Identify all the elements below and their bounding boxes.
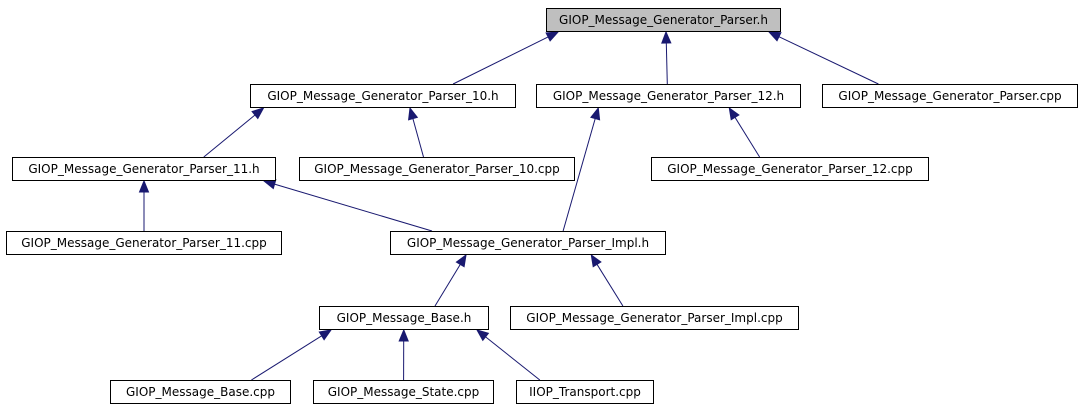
node-giop-message-generator-parser-10-h[interactable]: GIOP_Message_Generator_Parser_10.h <box>250 84 516 108</box>
edge-arrowhead-baseh-to-implh <box>455 253 467 268</box>
node-giop-message-generator-parser-12-h[interactable]: GIOP_Message_Generator_Parser_12.h <box>536 84 801 108</box>
node-iiop-transport-cpp[interactable]: IIOP_Transport.cpp <box>516 380 654 404</box>
edge-p10cpp-to-p10h <box>412 118 424 158</box>
edge-iiopcpp-to-baseh <box>485 336 541 381</box>
node-giop-message-generator-parser-impl-cpp[interactable]: GIOP_Message_Generator_Parser_Impl.cpp <box>510 306 799 330</box>
node-giop-message-generator-parser-11-h[interactable]: GIOP_Message_Generator_Parser_11.h <box>12 157 276 181</box>
edge-arrowhead-p11h-to-p10h <box>251 107 265 120</box>
edge-p12h-to-root <box>665 42 668 85</box>
node-giop-message-generator-parser-impl-h[interactable]: GIOP_Message_Generator_Parser_Impl.h <box>390 231 666 255</box>
edge-implh-to-p12h <box>562 118 596 232</box>
node-giop-message-generator-parser-11-cpp[interactable]: GIOP_Message_Generator_Parser_11.cpp <box>6 231 282 255</box>
edge-arrowhead-implh-to-p12h <box>590 106 601 121</box>
node-giop-message-generator-parser-cpp[interactable]: GIOP_Message_Generator_Parser.cpp <box>822 84 1078 108</box>
edge-basecpp-to-baseh <box>251 335 322 381</box>
edge-arrowhead-implh-to-p11h <box>262 179 277 190</box>
node-giop-message-base-h[interactable]: GIOP_Message_Base.h <box>319 306 489 330</box>
edge-arrowhead-statecpp-to-baseh <box>398 328 409 342</box>
node-giop-message-base-cpp[interactable]: GIOP_Message_Base.cpp <box>110 380 291 404</box>
edge-arrowhead-p10cpp-to-p10h <box>408 106 419 121</box>
edge-arrowhead-implcpp-to-implh <box>590 253 602 268</box>
node-giop-message-state-cpp[interactable]: GIOP_Message_State.cpp <box>313 380 494 404</box>
edge-arrowhead-p11cpp-to-p11h <box>138 179 150 193</box>
edge-p12cpp-to-p12h <box>734 117 761 158</box>
edge-implcpp-to-implh <box>596 264 624 307</box>
edge-pcpp-to-root <box>778 36 879 85</box>
node-giop-message-generator-parser-h: GIOP_Message_Generator_Parser.h <box>546 8 781 32</box>
edge-arrowhead-pcpp-to-root <box>767 31 782 42</box>
edge-arrowhead-p10h-to-root <box>545 31 560 42</box>
node-giop-message-generator-parser-12-cpp[interactable]: GIOP_Message_Generator_Parser_12.cpp <box>651 157 929 181</box>
edge-implh-to-p11h <box>274 183 433 232</box>
edge-arrowhead-basecpp-to-baseh <box>318 329 333 341</box>
edge-arrowhead-p12cpp-to-p12h <box>728 106 740 121</box>
edge-arrowhead-iiopcpp-to-baseh <box>475 329 490 342</box>
edge-arrowhead-p12h-to-root <box>661 30 672 44</box>
node-giop-message-generator-parser-10-cpp[interactable]: GIOP_Message_Generator_Parser_10.cpp <box>299 157 575 181</box>
edge-baseh-to-implh <box>434 264 461 307</box>
edge-p10h-to-root <box>452 36 549 85</box>
edge-p11h-to-p10h <box>203 114 256 158</box>
